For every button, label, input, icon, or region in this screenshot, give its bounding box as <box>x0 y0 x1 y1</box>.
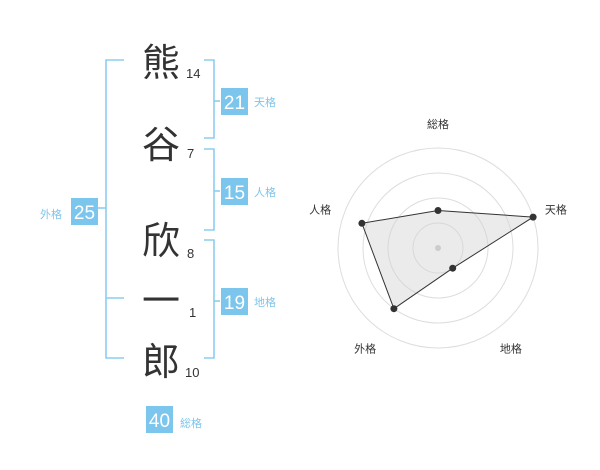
soukaku-label: 総格 <box>180 416 202 430</box>
name-char-2: 谷 <box>142 123 180 167</box>
radar-axis-label: 地格 <box>500 341 522 355</box>
name-characters: 熊 14 谷 7 欣 8 一 1 郎 10 <box>142 41 200 384</box>
gaikaku-badge-box <box>71 198 98 225</box>
jinkaku-badge-box <box>221 178 248 205</box>
radar-axis-label: 外格 <box>354 341 376 355</box>
stroke-count-5: 10 <box>185 365 199 380</box>
tenkaku-badge: 21 天格 <box>221 88 276 115</box>
stroke-count-1: 14 <box>186 66 200 81</box>
radar-point-1 <box>434 207 442 214</box>
soukaku-value: 40 <box>149 411 170 432</box>
radar-point-4 <box>390 305 398 313</box>
chikaku-badge: 19 地格 <box>221 288 276 315</box>
gaikaku-bracket <box>105 59 124 359</box>
stroke-count-4: 1 <box>189 305 196 320</box>
radar-ring <box>362 172 514 324</box>
chikaku-label: 地格 <box>254 295 276 309</box>
tenkaku-bracket <box>204 59 215 139</box>
radar-ring <box>387 197 489 299</box>
radar-ring <box>337 147 539 349</box>
radar-point-2 <box>529 213 537 221</box>
name-char-1: 熊 <box>142 41 180 85</box>
gaikaku-badge: 外格 25 <box>40 198 98 225</box>
radar-center-dot <box>435 245 441 251</box>
gaikaku-value: 25 <box>74 203 95 224</box>
name-char-4: 一 <box>142 279 180 323</box>
tenkaku-badge-box <box>221 88 248 115</box>
name-char-3: 欣 <box>142 219 180 263</box>
tenkaku-label: 天格 <box>254 95 276 109</box>
stroke-count-3: 8 <box>187 246 194 261</box>
radar-ring <box>412 222 464 274</box>
brackets <box>97 59 220 359</box>
radar-point-5 <box>358 219 366 227</box>
soukaku-badge: 40 総格 <box>146 406 202 433</box>
soukaku-badge-box <box>146 406 173 433</box>
name-char-5: 郎 <box>142 340 180 384</box>
chikaku-value: 19 <box>224 293 245 314</box>
jinkaku-bracket <box>204 148 215 231</box>
radar-polygon <box>361 209 535 310</box>
radar-axis-label: 人格 <box>309 203 331 217</box>
radar-axis-label: 天格 <box>545 203 567 217</box>
gaikaku-label: 外格 <box>40 207 62 221</box>
stroke-count-2: 7 <box>187 146 194 161</box>
radar-axis-label: 総格 <box>427 117 449 131</box>
chikaku-bracket <box>204 239 215 359</box>
jinkaku-badge: 15 人格 <box>221 178 276 205</box>
radar-point-3 <box>449 264 457 272</box>
jinkaku-label: 人格 <box>254 185 276 199</box>
jinkaku-value: 15 <box>224 183 245 204</box>
tenkaku-value: 21 <box>224 93 245 114</box>
chikaku-badge-box <box>221 288 248 315</box>
